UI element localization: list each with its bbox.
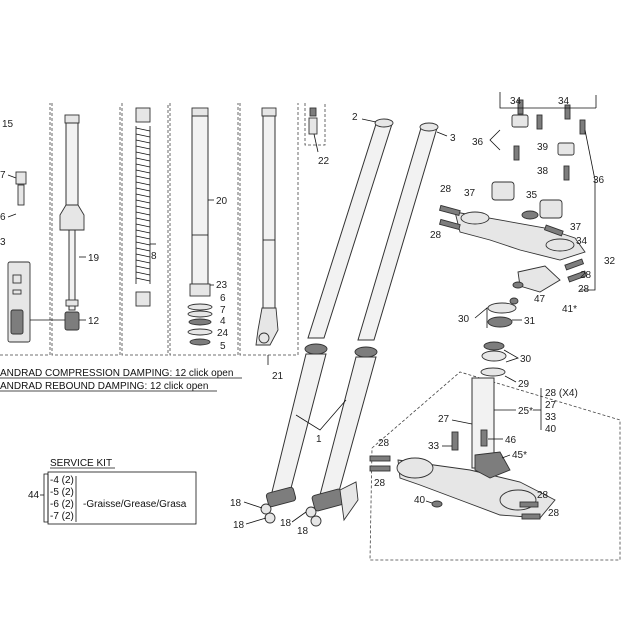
label-3: 3 [450,133,456,144]
cartridge-19: 19 12 [30,114,100,331]
fork-leg-right [305,122,439,527]
label-46: 46 [505,435,517,446]
left-edge-fragment: 15 7 6 3 [0,119,31,343]
service-kit-item-2: -5 (2) [50,487,74,498]
frame-spring [121,103,169,356]
label-28-a: 28 [440,184,452,195]
label-3-left: 3 [0,237,6,248]
damper-21: 21 [255,107,284,382]
label-29: 29 [518,379,530,390]
label-7-left: 7 [0,170,6,181]
label-41: 41* [562,304,577,315]
label-28-x4: 28 (X4) [545,388,578,399]
label-33-kit: 33 [545,412,557,423]
label-6: 6 [220,293,226,304]
label-32: 32 [604,256,616,267]
label-1: 1 [316,434,322,445]
label-7: 7 [220,305,226,316]
service-kit-item-3: -6 (2) [50,499,74,510]
part-22: 22 [304,103,330,167]
label-18-a: 18 [230,498,242,509]
label-37-a: 37 [464,188,476,199]
label-28-c: 28 [580,270,592,281]
label-28-f: 28 [374,478,386,489]
label-40: 40 [414,495,426,506]
steering-bearings [480,297,519,377]
label-34-a: 34 [510,96,522,107]
frame-cartridge [51,103,121,356]
label-19: 19 [88,253,100,264]
label-8: 8 [151,251,157,262]
label-34-b: 34 [558,96,570,107]
lower-clamp-frame [369,371,621,561]
label-24: 24 [217,328,229,339]
compression-damping-text: ANDRAD COMPRESSION DAMPING: 12 click ope… [0,368,233,379]
label-36-a: 36 [472,137,484,148]
label-36-b: 36 [593,175,605,186]
label-37-b: 37 [570,222,582,233]
label-38: 38 [537,166,549,177]
label-35: 35 [526,190,538,201]
label-28-d: 28 [578,284,590,295]
label-2: 2 [352,112,358,123]
label-4: 4 [220,316,226,327]
label-28-h: 28 [548,508,560,519]
service-kit-grease: -Graisse/Grease/Grasa [83,499,187,510]
service-kit-number: 44 [28,490,40,501]
label-21: 21 [272,371,284,382]
upper-triple-clamp [439,99,588,293]
label-27-kit: 27 [545,400,557,411]
fork-leg-left [260,118,394,524]
label-18-b: 18 [233,520,245,531]
lower-triple-clamp [369,377,556,520]
label-45: 45* [512,450,527,461]
label-6-left: 6 [0,212,6,223]
rebound-damping-text: ANDRAD REBOUND DAMPING: 12 click open [0,381,208,392]
label-28-e: 28 [378,438,390,449]
label-30-a: 30 [458,314,470,325]
frame-left [0,103,51,356]
label-28-g: 28 [537,490,549,501]
frame-rod [169,103,239,356]
label-22: 22 [318,156,330,167]
label-15: 15 [2,119,14,130]
label-5: 5 [220,341,226,352]
label-25: 25* [518,406,533,417]
frame-damper [239,103,299,356]
service-kit-title: SERVICE KIT [50,458,112,469]
damper-rod-20: 20 23 6 7 4 24 5 [187,107,229,352]
label-34-c: 34 [576,236,588,247]
label-47: 47 [534,294,546,305]
label-28-b: 28 [430,230,442,241]
label-39: 39 [537,142,549,153]
service-kit-item-1: -4 (2) [50,475,74,486]
service-kit-item-4: -7 (2) [50,511,74,522]
spring-8: 8 [135,107,157,307]
label-31: 31 [524,316,536,327]
label-18-d: 18 [297,526,309,537]
label-20: 20 [216,196,228,207]
label-40-kit: 40 [545,424,557,435]
label-12: 12 [88,316,100,327]
label-30-b: 30 [520,354,532,365]
label-33: 33 [428,441,440,452]
label-18-c: 18 [280,518,292,529]
service-kit-box: SERVICE KIT 44 -4 (2) -5 (2) -6 (2) -7 (… [28,458,197,525]
label-27: 27 [438,414,450,425]
label-23: 23 [216,280,228,291]
